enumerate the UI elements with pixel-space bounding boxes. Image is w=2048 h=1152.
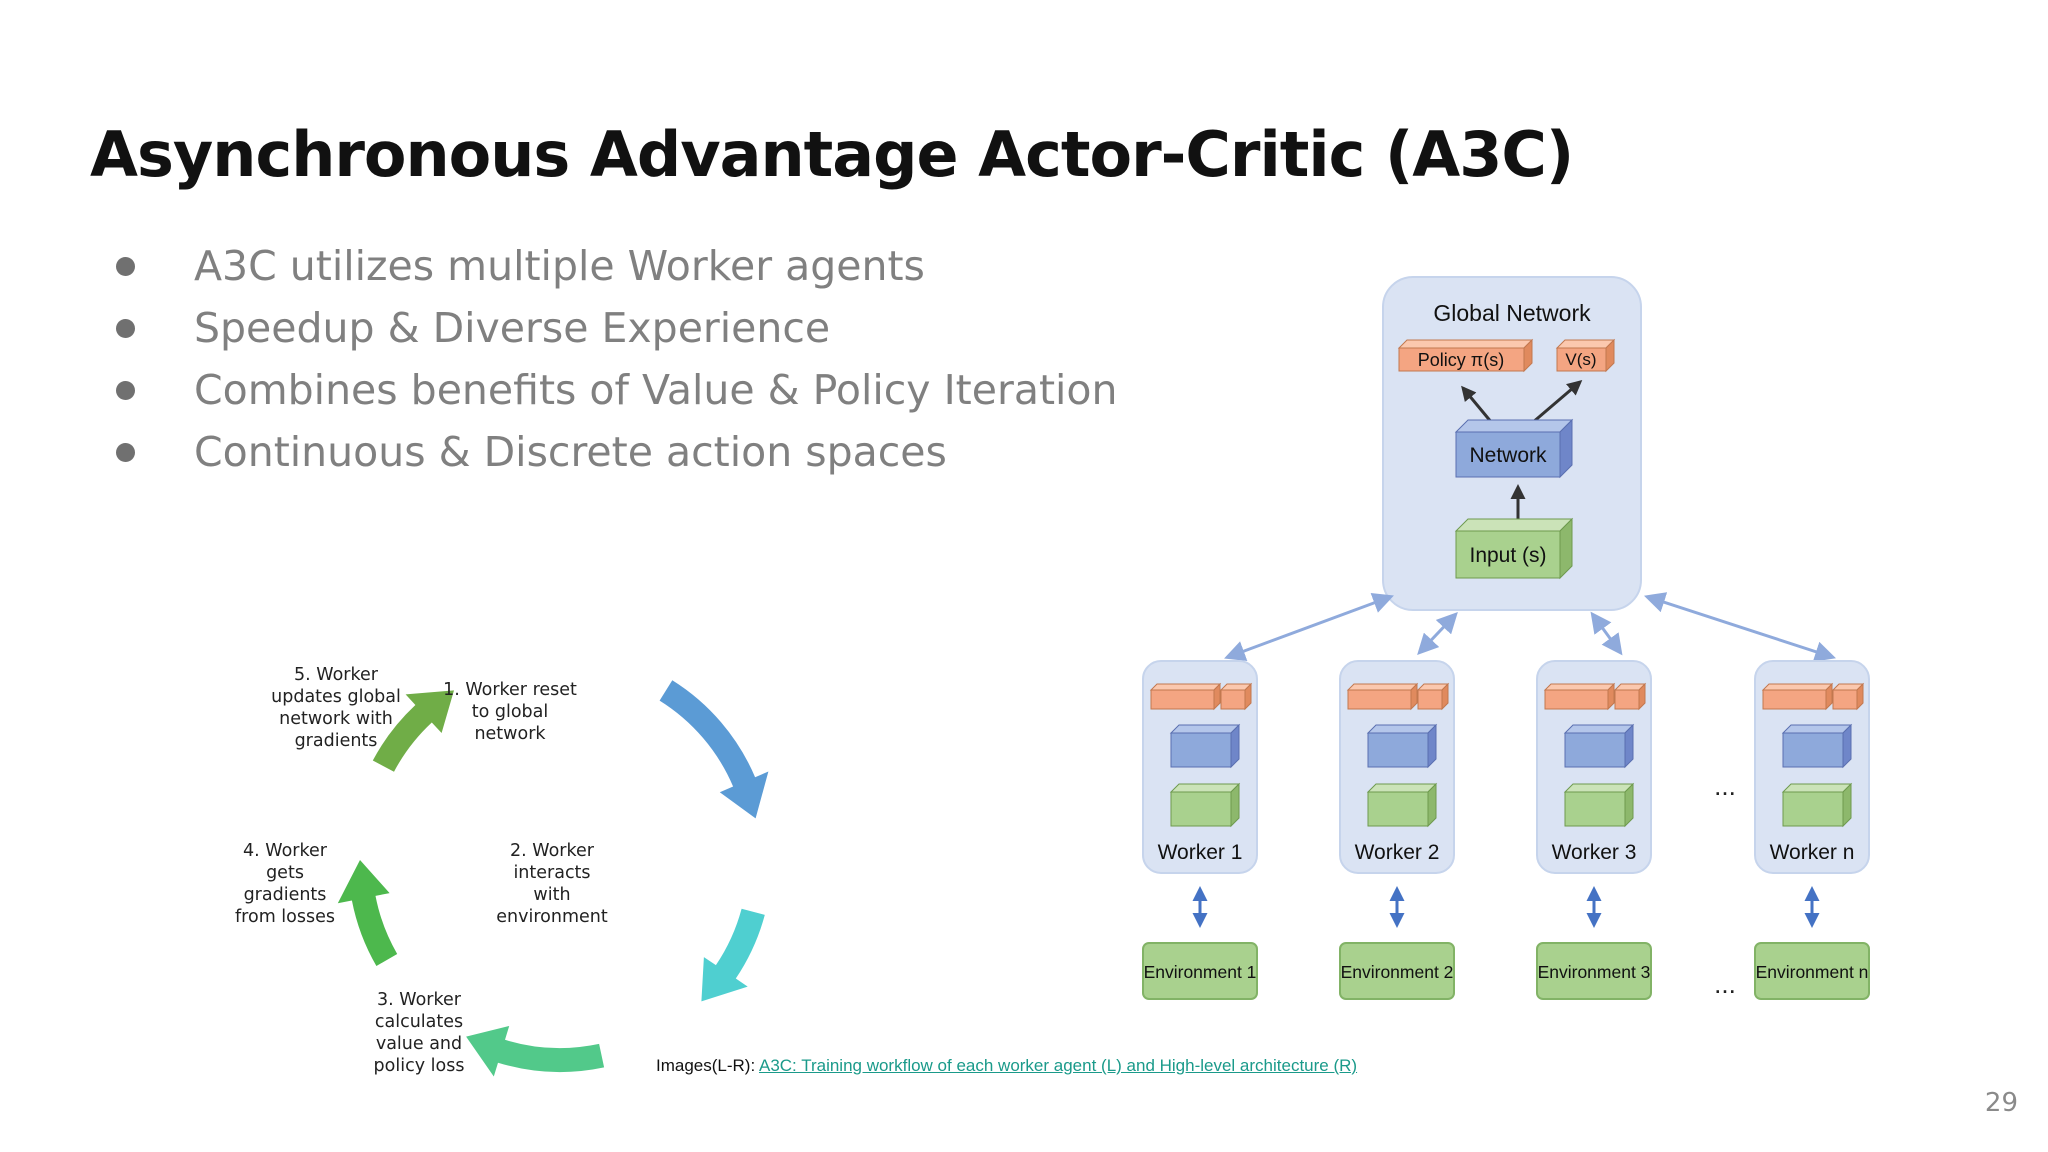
worker-policy-block (1543, 682, 1616, 711)
cycle-arrow-3 (466, 1026, 605, 1077)
worker-1-panel: Worker 1 (1142, 660, 1258, 874)
cycle-arrow-5 (372, 690, 454, 772)
bullet-item: A3C utilizes multiple Worker agents (112, 235, 1117, 297)
bullet-text: Continuous & Discrete action spaces (194, 428, 947, 476)
network-to-value-arrow (1531, 380, 1583, 425)
environment-4-label: Environment n (1756, 962, 1869, 982)
value-label: V(s) (1565, 350, 1596, 369)
policy-label: Policy π(s) (1418, 350, 1504, 370)
bullet-item: Continuous & Discrete action spaces (112, 421, 1117, 483)
bullet-dot-icon (116, 257, 135, 276)
page-number: 29 (1984, 1088, 2018, 1118)
worker-network-block (1366, 723, 1438, 769)
environment-3-label: Environment 3 (1538, 962, 1651, 982)
worker-value-block (1831, 682, 1865, 711)
worker-input-block (1781, 782, 1853, 828)
worker-input-block (1366, 782, 1438, 828)
sync-arrow-worker-3 (1590, 611, 1623, 656)
caption-prefix: Images(L-R): (656, 1056, 759, 1075)
bullet-text: A3C utilizes multiple Worker agents (194, 242, 925, 290)
value-block: V(s) (1555, 338, 1616, 373)
image-caption: Images(L-R): A3C: Training workflow of e… (656, 1056, 1357, 1076)
bullet-dot-icon (116, 319, 135, 338)
environment-3-box: Environment 3 (1536, 942, 1652, 1000)
cycle-arrow-1 (659, 680, 769, 819)
environments-ellipsis: ... (1714, 969, 1736, 999)
bullet-dot-icon (116, 381, 135, 400)
worker-input-block (1169, 782, 1241, 828)
slide-title: Asynchronous Advantage Actor-Critic (A3C… (90, 118, 1574, 191)
environment-2-label: Environment 2 (1341, 962, 1454, 982)
sync-arrow-worker-1 (1224, 592, 1394, 662)
worker-3-label: Worker 3 (1552, 841, 1637, 864)
worker-policy-block (1149, 682, 1222, 711)
worker-network-block (1169, 723, 1241, 769)
cycle-arrow-2 (701, 908, 765, 1002)
network-to-policy-arrow (1461, 385, 1494, 424)
policy-block: Policy π(s) (1397, 338, 1534, 373)
bullet-dot-icon (116, 443, 135, 462)
workers-row: Worker 1 Environment 1 Worker 2 Environment… (1142, 660, 1870, 1000)
worker-4-label: Worker n (1770, 841, 1855, 864)
bullet-text: Combines benefits of Value & Policy Iter… (194, 366, 1118, 414)
caption-source-link[interactable]: A3C: Training workflow of each worker ag… (758, 1056, 1358, 1075)
worker-policy-block (1761, 682, 1834, 711)
worker-value-block (1219, 682, 1253, 711)
worker-2-panel: Worker 2 (1339, 660, 1455, 874)
worker-3-panel: Worker 3 (1536, 660, 1652, 874)
environment-1-box: Environment 1 (1142, 942, 1258, 1000)
worker-network-block (1781, 723, 1853, 769)
global-network-panel: Global Network Policy π(s) V(s) Network (1382, 276, 1642, 611)
bullet-item: Speedup & Diverse Experience (112, 297, 1117, 359)
global-network-label: Global Network (1433, 300, 1591, 326)
bullet-item: Combines benefits of Value & Policy Iter… (112, 359, 1117, 421)
network-block: Network (1454, 418, 1574, 479)
cycle-arrow-4 (337, 860, 398, 966)
cycle-arrows (337, 680, 769, 1077)
input-label: Input (s) (1469, 544, 1546, 567)
bullet-list: A3C utilizes multiple Worker agents Spee… (112, 235, 1117, 483)
worker-input-block (1563, 782, 1635, 828)
worker-value-block (1613, 682, 1647, 711)
sync-arrow-worker-n (1644, 592, 1836, 662)
worker-2-label: Worker 2 (1355, 841, 1440, 864)
network-label: Network (1469, 444, 1547, 467)
input-block: Input (s) (1454, 517, 1574, 580)
workers-ellipsis: ... (1714, 771, 1736, 801)
sync-arrow-worker-2 (1417, 611, 1458, 656)
worker-policy-block (1346, 682, 1419, 711)
environment-1-label: Environment 1 (1144, 962, 1257, 982)
worker-network-block (1563, 723, 1635, 769)
worker-4-panel: Worker n (1754, 660, 1870, 874)
environment-2-box: Environment 2 (1339, 942, 1455, 1000)
environment-4-box: Environment n (1754, 942, 1870, 1000)
worker-1-label: Worker 1 (1158, 841, 1243, 864)
worker-value-block (1416, 682, 1450, 711)
bullet-text: Speedup & Diverse Experience (194, 304, 831, 352)
architecture-diagram: Global Network Policy π(s) V(s) Network (1142, 276, 1870, 1000)
